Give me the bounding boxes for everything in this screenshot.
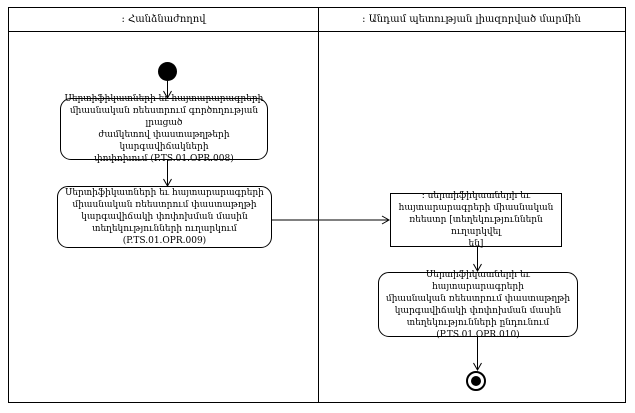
lane-header-commission-label: : Հանձնաժողով — [121, 14, 206, 25]
action-node-opr009: Սերտիֆիկատների եւ հայտարարագրերի միասնակ… — [57, 186, 272, 248]
action-node-opr009-label: Սերտիֆիկատների եւ հայտարարագրերի միասնակ… — [65, 188, 264, 246]
action-node-opr010: Սերտիֆիկատների եւ հայտարարագրերի միասնակ… — [378, 270, 578, 340]
lane-header-authorized-body: : Անդամ պետության լիազորված մարմին — [318, 8, 625, 31]
lane-header-row: : Հանձնաժողով : Անդամ պետության լիազորվա… — [9, 8, 625, 32]
final-node — [466, 371, 486, 391]
object-node-registry: : սերտիֆիկատների եւ հայտարարագրերի միասն… — [390, 191, 562, 249]
initial-node — [158, 62, 177, 81]
action-node-opr008: Սերտիֆիկատների եւ հայտարարագրերի միասնակ… — [60, 94, 268, 164]
lane-divider — [318, 8, 319, 402]
lane-header-commission: : Հանձնաժողով — [9, 8, 318, 31]
final-node-dot — [471, 376, 481, 386]
action-node-opr010-label: Սերտիֆիկատների եւ հայտարարագրերի միասնակ… — [385, 269, 571, 340]
lane-header-authorized-body-label: : Անդամ պետության լիազորված մարմին — [362, 14, 581, 25]
object-node-registry-label: : սերտիֆիկատների եւ հայտարարագրերի միասն… — [398, 191, 554, 249]
action-node-opr008-label: Սերտիֆիկատների եւ հայտարարագրերի միասնակ… — [64, 94, 264, 164]
